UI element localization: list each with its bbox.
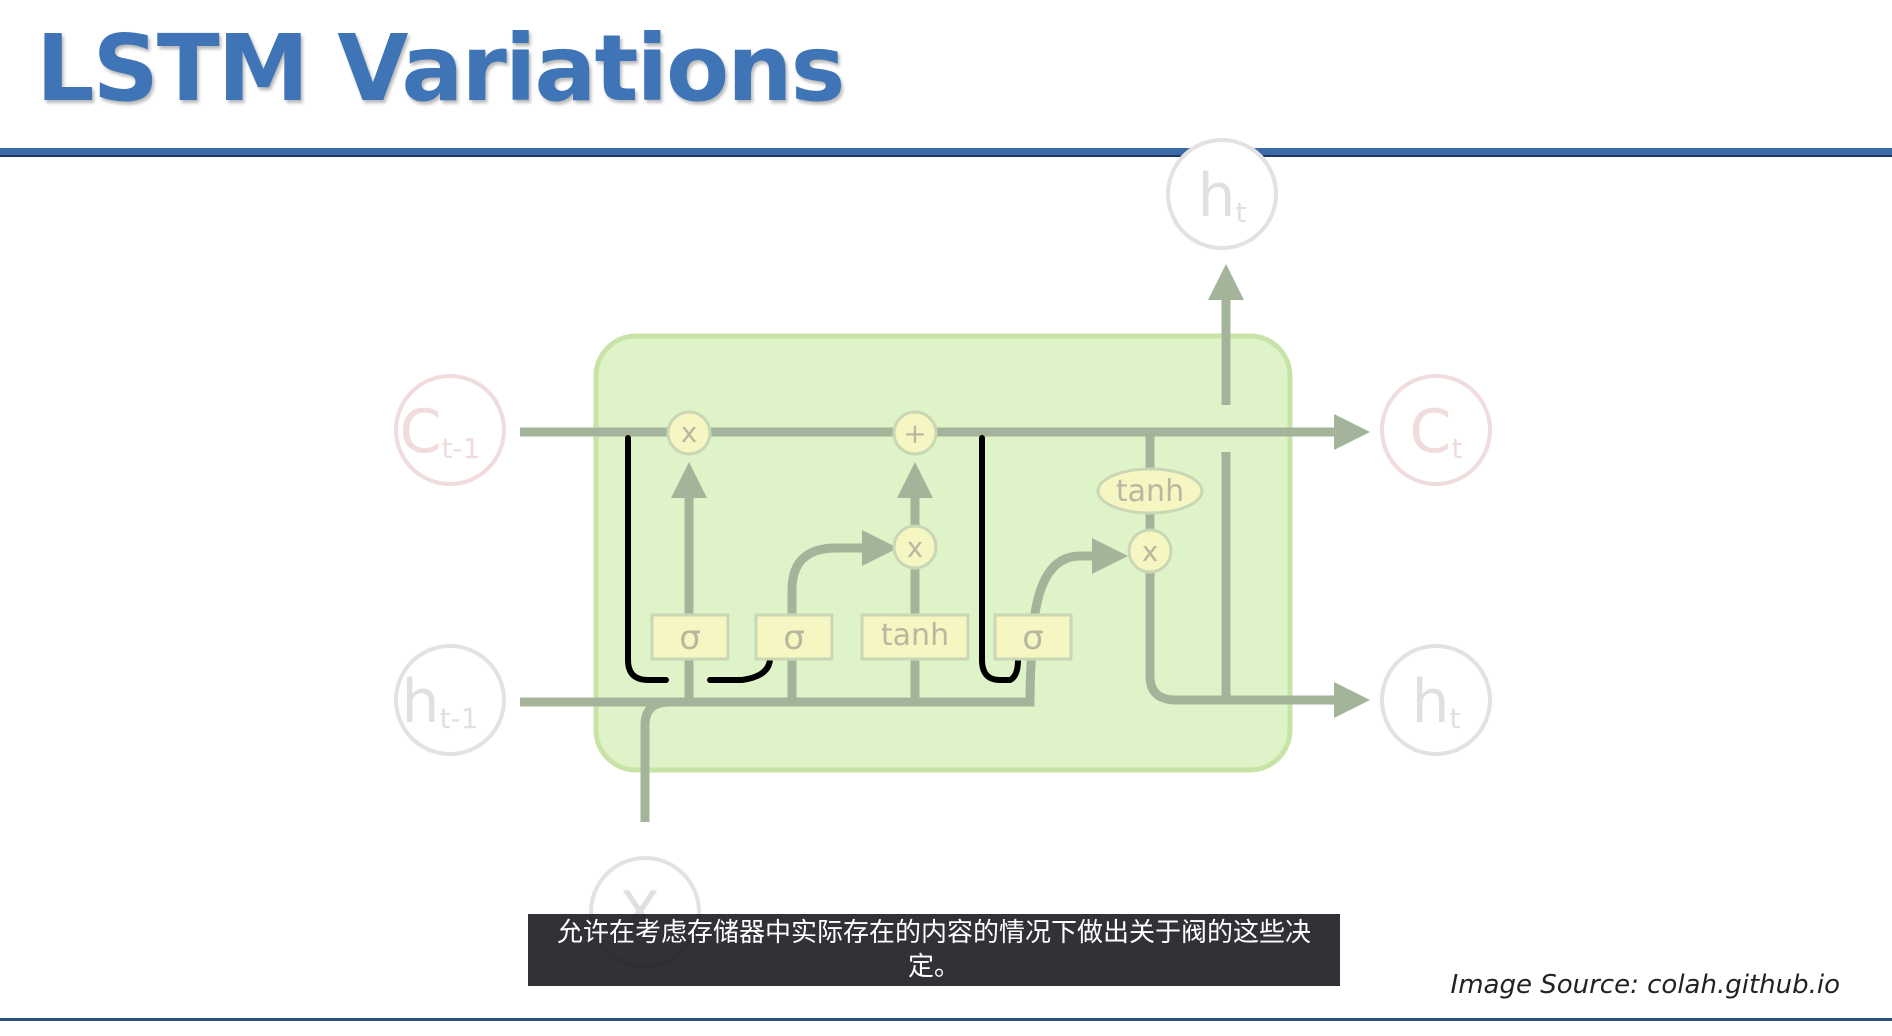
h-next-top-label: ht — [1197, 161, 1246, 231]
input-multiply-op — [892, 524, 938, 570]
video-subtitle: 允许在考虑存储器中实际存在的内容的情况下做出关于阀的这些决 定。 — [528, 914, 1340, 986]
c-prev-node — [394, 374, 506, 486]
forget-gate-label: σ — [679, 618, 701, 658]
h-prev-node — [394, 644, 506, 756]
title-divider — [0, 148, 1892, 157]
candidate-box — [860, 613, 970, 661]
c-next-node — [1380, 374, 1492, 486]
input-gate-line — [787, 530, 898, 702]
forget-multiply-label: x — [681, 416, 698, 449]
cell-tanh-label: tanh — [1116, 474, 1184, 509]
output-multiply-label: x — [1142, 535, 1159, 568]
output-line — [1145, 572, 1370, 718]
input-gate-box — [754, 613, 834, 661]
c-prev-label: Ct-1 — [400, 397, 481, 467]
output-gate-label: σ — [1022, 618, 1044, 658]
footer-divider — [0, 1018, 1892, 1021]
peephole-forget — [625, 435, 669, 683]
forget-gate-box — [650, 613, 730, 661]
cell-add-label: + — [903, 417, 926, 450]
x-input-line — [640, 697, 671, 822]
subtitle-line-1: 允许在考虑存储器中实际存在的内容的情况下做出关于阀的这些决 — [556, 918, 1311, 948]
h-next-right-node — [1380, 644, 1492, 756]
input-multiply-label: x — [907, 531, 924, 564]
peephole-output — [979, 435, 1021, 683]
forget-multiply-op — [666, 410, 712, 456]
h-next-top-node — [1166, 138, 1278, 250]
slide-title: LSTM Variations — [36, 15, 845, 122]
cell-add-op — [892, 410, 938, 456]
c-next-label: Ct — [1410, 397, 1463, 467]
subtitle-line-2: 定。 — [907, 952, 960, 982]
h-prev-label: ht-1 — [402, 667, 479, 737]
h-next-right-label: ht — [1411, 667, 1460, 737]
peephole-input — [707, 655, 773, 683]
candidate-label: tanh — [881, 618, 949, 653]
cell-tanh-ellipse — [1096, 467, 1204, 515]
output-gate-box — [993, 613, 1073, 661]
input-gate-label: σ — [783, 618, 805, 658]
output-multiply-op — [1127, 528, 1173, 574]
image-source-credit: Image Source: colah.github.io — [1450, 970, 1840, 1000]
